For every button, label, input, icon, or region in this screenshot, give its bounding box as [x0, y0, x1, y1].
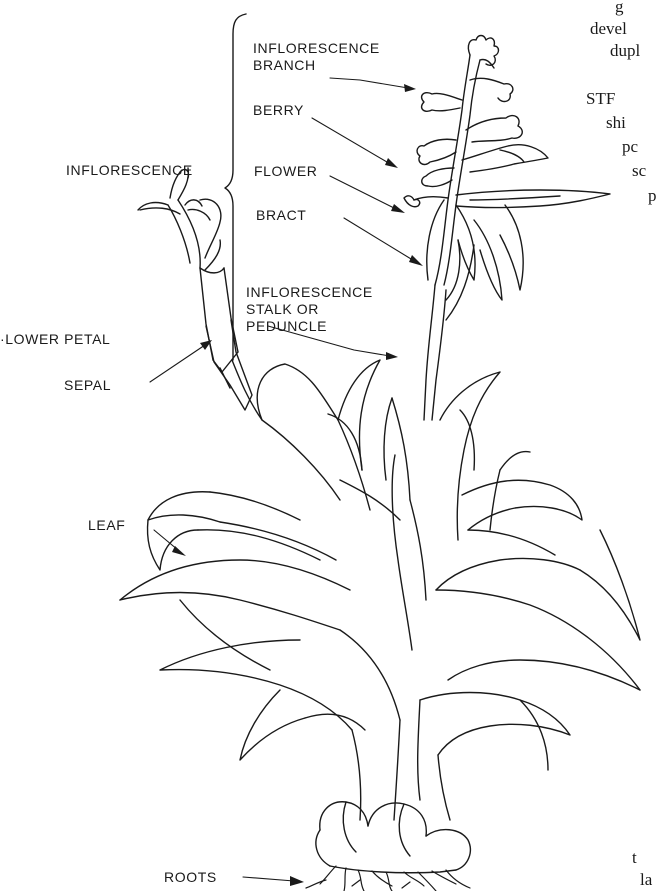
page-fragment-9: la [640, 869, 652, 891]
label-inflorescence-branch-line1: INFLORESCENCE [253, 40, 380, 57]
flower-illustration [138, 168, 252, 410]
label-stalk-line2: STALK OR [246, 301, 373, 318]
label-berry: BERRY [253, 102, 304, 119]
label-sepal: SEPAL [64, 377, 111, 394]
label-bract: BRACT [256, 207, 306, 224]
roots [306, 866, 470, 891]
label-flower-petal: ·LOWER PETAL [0, 331, 110, 348]
label-stalk-line1: INFLORESCENCE [246, 284, 373, 301]
page-fragment-6: sc [632, 160, 646, 182]
page-fragment-7: p [648, 185, 657, 207]
leaf-rosette [120, 360, 640, 820]
label-inflorescence: INFLORESCENCE [66, 162, 193, 179]
leader-lines [150, 78, 416, 881]
label-stalk-line3: PEDUNCLE [246, 318, 373, 335]
page-fragment-3: STF [586, 88, 615, 110]
page-fragment-2: dupl [610, 40, 640, 62]
page-fragment-8: t [632, 847, 637, 869]
inflorescence-brace [225, 14, 246, 360]
label-inflorescence-branch: INFLORESCENCE BRANCH [253, 40, 380, 74]
leader-arrowheads [172, 84, 423, 886]
page-fragment-0: g [615, 0, 624, 18]
label-flower: FLOWER [254, 163, 318, 180]
page-fragment-1: devel [590, 18, 627, 40]
label-inflorescence-branch-line2: BRANCH [253, 57, 380, 74]
inflorescence-spike [404, 36, 610, 421]
label-roots: ROOTS [164, 869, 217, 886]
page-fragment-4: shi [606, 112, 626, 134]
page-fragment-5: pc [622, 136, 638, 158]
label-inflorescence-stalk: INFLORESCENCE STALK OR PEDUNCLE [246, 284, 373, 335]
label-leaf: LEAF [88, 517, 125, 534]
